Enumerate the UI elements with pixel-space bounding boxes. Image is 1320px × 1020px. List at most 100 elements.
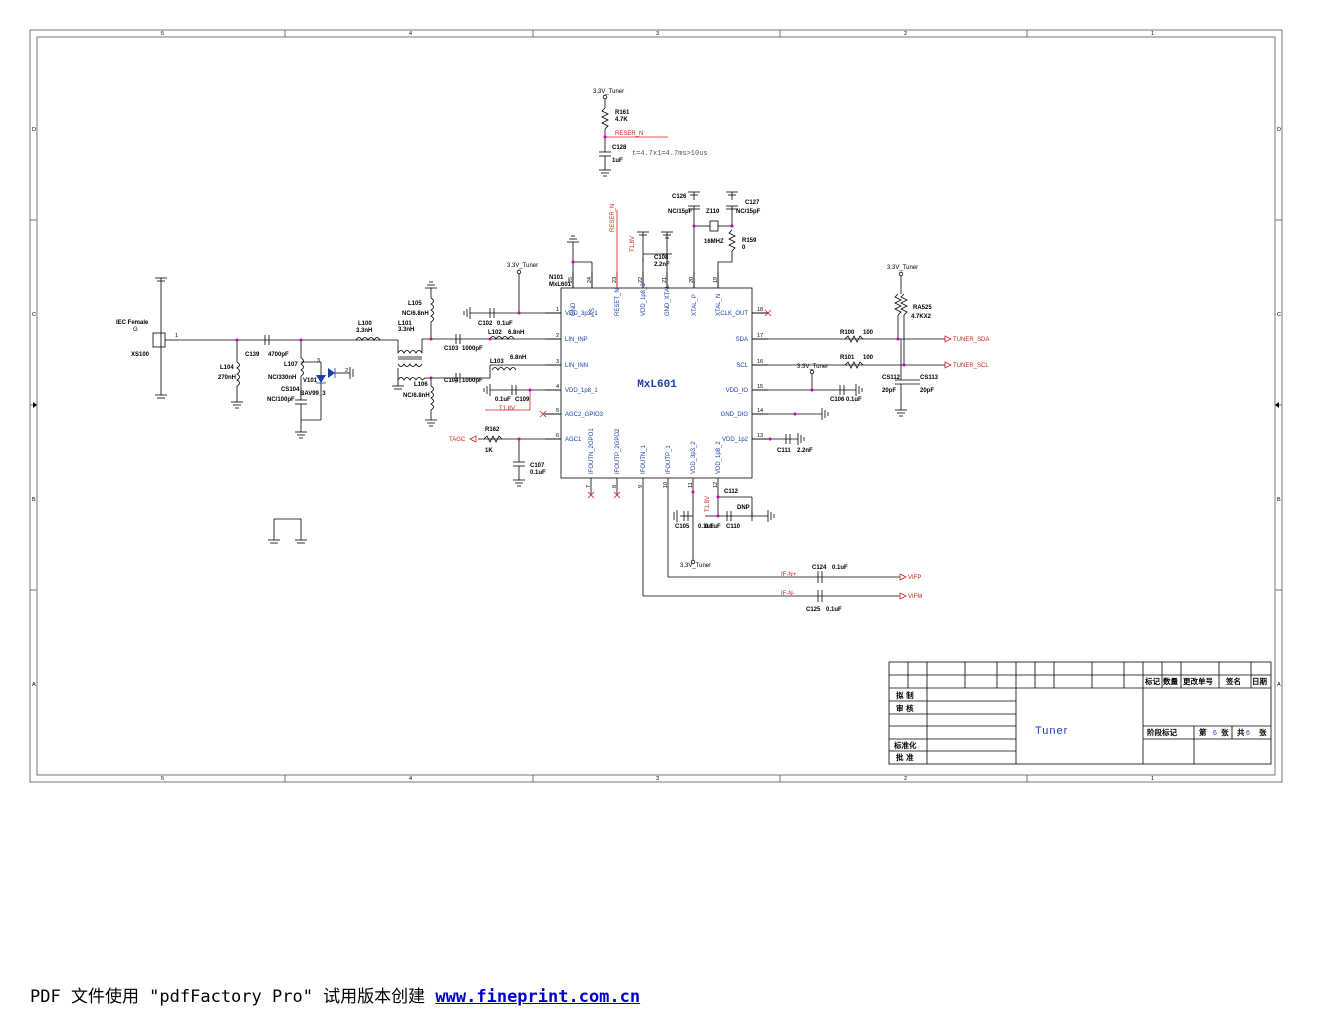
tuner-sda-label: TUNER_SDA (953, 337, 989, 343)
tb-stage: 阶段标记 (1147, 727, 1177, 737)
cs104-value: NC/100pF (267, 397, 295, 403)
c112-ref: C112 (724, 489, 739, 495)
tuner-scl-label: TUNER_SCL (953, 363, 989, 369)
top-pin-name: RESET_N (615, 288, 621, 316)
c128-value: 1uF (612, 158, 623, 164)
z110-ref: Z110 (706, 209, 720, 215)
right-pin-num: 15 (757, 384, 763, 390)
mxl601-chip-body (560, 287, 753, 479)
c125-ref: C125 (806, 607, 821, 613)
loose-grounds (268, 518, 307, 544)
r100-ref: R100 (840, 330, 855, 336)
l103-value: 6.8nH (510, 355, 526, 361)
cs113-value: 20pF (920, 388, 934, 394)
outer-frame (29, 29, 1283, 783)
timing-note: t=4.7x1=4.7ms>10us (632, 150, 708, 158)
bottom-pin-name: VDD_1p8_2 (716, 441, 722, 474)
bottom-pin-num: 7 (586, 485, 592, 488)
c107-ref: C107 (530, 463, 545, 469)
r101-value: 100 (863, 355, 874, 361)
frame-row-left: B (32, 497, 36, 503)
bottom-pin-name: IFOUTN_2GPO1 (589, 428, 595, 474)
top-pin-wiring: RESER_N T1.8V C108 2.2nF Z110 16MHZ C126… (567, 191, 761, 288)
tagc-label: TAGC (449, 437, 466, 443)
svg-text:1: 1 (175, 333, 178, 339)
l101-value: 3.3nH (398, 327, 414, 333)
lin-inp-net: C103 1000pF L102 6.8nH (425, 330, 561, 352)
l107-ref: L107 (284, 362, 298, 368)
vdd18-pin4-net: 0.1uF C109 T1.8V (483, 384, 561, 412)
center-mark-left (33, 402, 37, 408)
v101-value: BAV99_3 (300, 391, 326, 397)
t18-vertical-label: T1.8V (630, 236, 636, 252)
frame-col-top: 3 (656, 31, 659, 37)
left-pin-num: 2 (556, 333, 559, 339)
l100-ref: L100 (358, 321, 372, 327)
frame-col-bottom: 5 (161, 776, 164, 782)
top-pin-name: GND_XTAL (665, 284, 671, 316)
c102-value: 0.1uF (497, 321, 513, 327)
supply-label-i2c: 3.3V_Tuner (887, 265, 918, 271)
frame-row-left: D (32, 127, 36, 133)
c110-ref: C110 (726, 524, 741, 530)
top-pin-name: AS (590, 308, 596, 316)
frame-col-top: 4 (409, 31, 412, 37)
svg-text:2: 2 (345, 368, 348, 374)
r100-value: 100 (863, 330, 874, 336)
top-pin-num: 21 (662, 277, 668, 283)
left-pin-name: AGC1 (565, 437, 582, 443)
l103-label: L103 (490, 359, 504, 365)
frame-col-top: 2 (904, 31, 907, 37)
bottom-pin-wiring: C124 0.1uF C125 0.1uF IF-N+ IF-N- VIFP V… (587, 478, 922, 613)
agc1-net: R162 1K TAGC C107 0.1uF (449, 427, 561, 487)
c106-value: 0.1uF (846, 397, 862, 403)
c109-value: 0.1uF (495, 397, 511, 403)
left-pin-name: LIN_INN (565, 363, 588, 369)
chip-ref: N101 (549, 275, 564, 281)
frame-col-top: 1 (1151, 31, 1154, 37)
z110-value: 16MHZ (704, 239, 724, 245)
tb-row-3: 批 准 (896, 752, 914, 762)
c104-label: C104 (444, 378, 459, 384)
c126-value: NC/15pF (668, 209, 693, 215)
bottom-pin-num: 12 (713, 482, 719, 488)
supply-label-pin11: 3.3V_Tuner (680, 563, 711, 569)
reset-vertical-label: RESER_N (610, 204, 616, 232)
c102-label: C102 (478, 321, 493, 327)
i2c-network: R100 100 R101 100 TUNER_SDA TUNER_SCL 3.… (752, 265, 989, 454)
c125-value: 0.1uF (826, 607, 842, 613)
bottom-pin-name: VDD_3p3_2 (691, 441, 697, 474)
bottom-pin-num: 9 (638, 485, 644, 488)
l105-value: NC/6.8nH (402, 311, 429, 317)
title-block: 标记 数量 更改单号 签名 日期 拟 制 审 核 标准化 批 准 Tuner 阶… (888, 661, 1272, 765)
ra525-value: 4.7KX2 (911, 314, 932, 320)
right-pin-name: GND_DIG (721, 412, 749, 418)
right-pin-num: 14 (757, 408, 763, 414)
r159-ref: R159 (742, 238, 757, 244)
t18-label: T1.8V (499, 406, 515, 412)
t18b-label: T1.8V (705, 496, 711, 512)
cs112-ref: CS112 (882, 375, 901, 381)
right-pin-name: CLK_OUT (720, 311, 748, 317)
c127-ref: C127 (745, 200, 760, 206)
top-pin-num: 24 (587, 277, 593, 283)
supply-label-reset: 3.3V_Tuner (593, 89, 624, 95)
left-pin-num: 6 (556, 433, 559, 439)
svg-text:G: G (133, 327, 138, 333)
c139-ref: C139 (245, 352, 260, 358)
c103-value: 1000pF (462, 346, 483, 352)
c111-ref: C111 (777, 448, 791, 454)
reset-network: 3.3V_Tuner R161 4.7K RESER_N C128 1uF t=… (593, 89, 708, 177)
r161-value: 4.7K (615, 117, 628, 123)
right-pin-name: VDD_IO (726, 388, 749, 394)
rf-input-network: 1 IEC Female XS100 G C139 4700pF L104 27… (116, 277, 437, 439)
ifn-label: IF-N+ (781, 572, 797, 578)
tb-sheet-prefix: 第 (1199, 727, 1207, 737)
tb-total-prefix: 共 (1237, 727, 1245, 737)
footer-link[interactable]: www.fineprint.com.cn (435, 987, 641, 1007)
c124-value: 0.1uF (832, 565, 848, 571)
vifp-label: VIFP (908, 575, 921, 581)
